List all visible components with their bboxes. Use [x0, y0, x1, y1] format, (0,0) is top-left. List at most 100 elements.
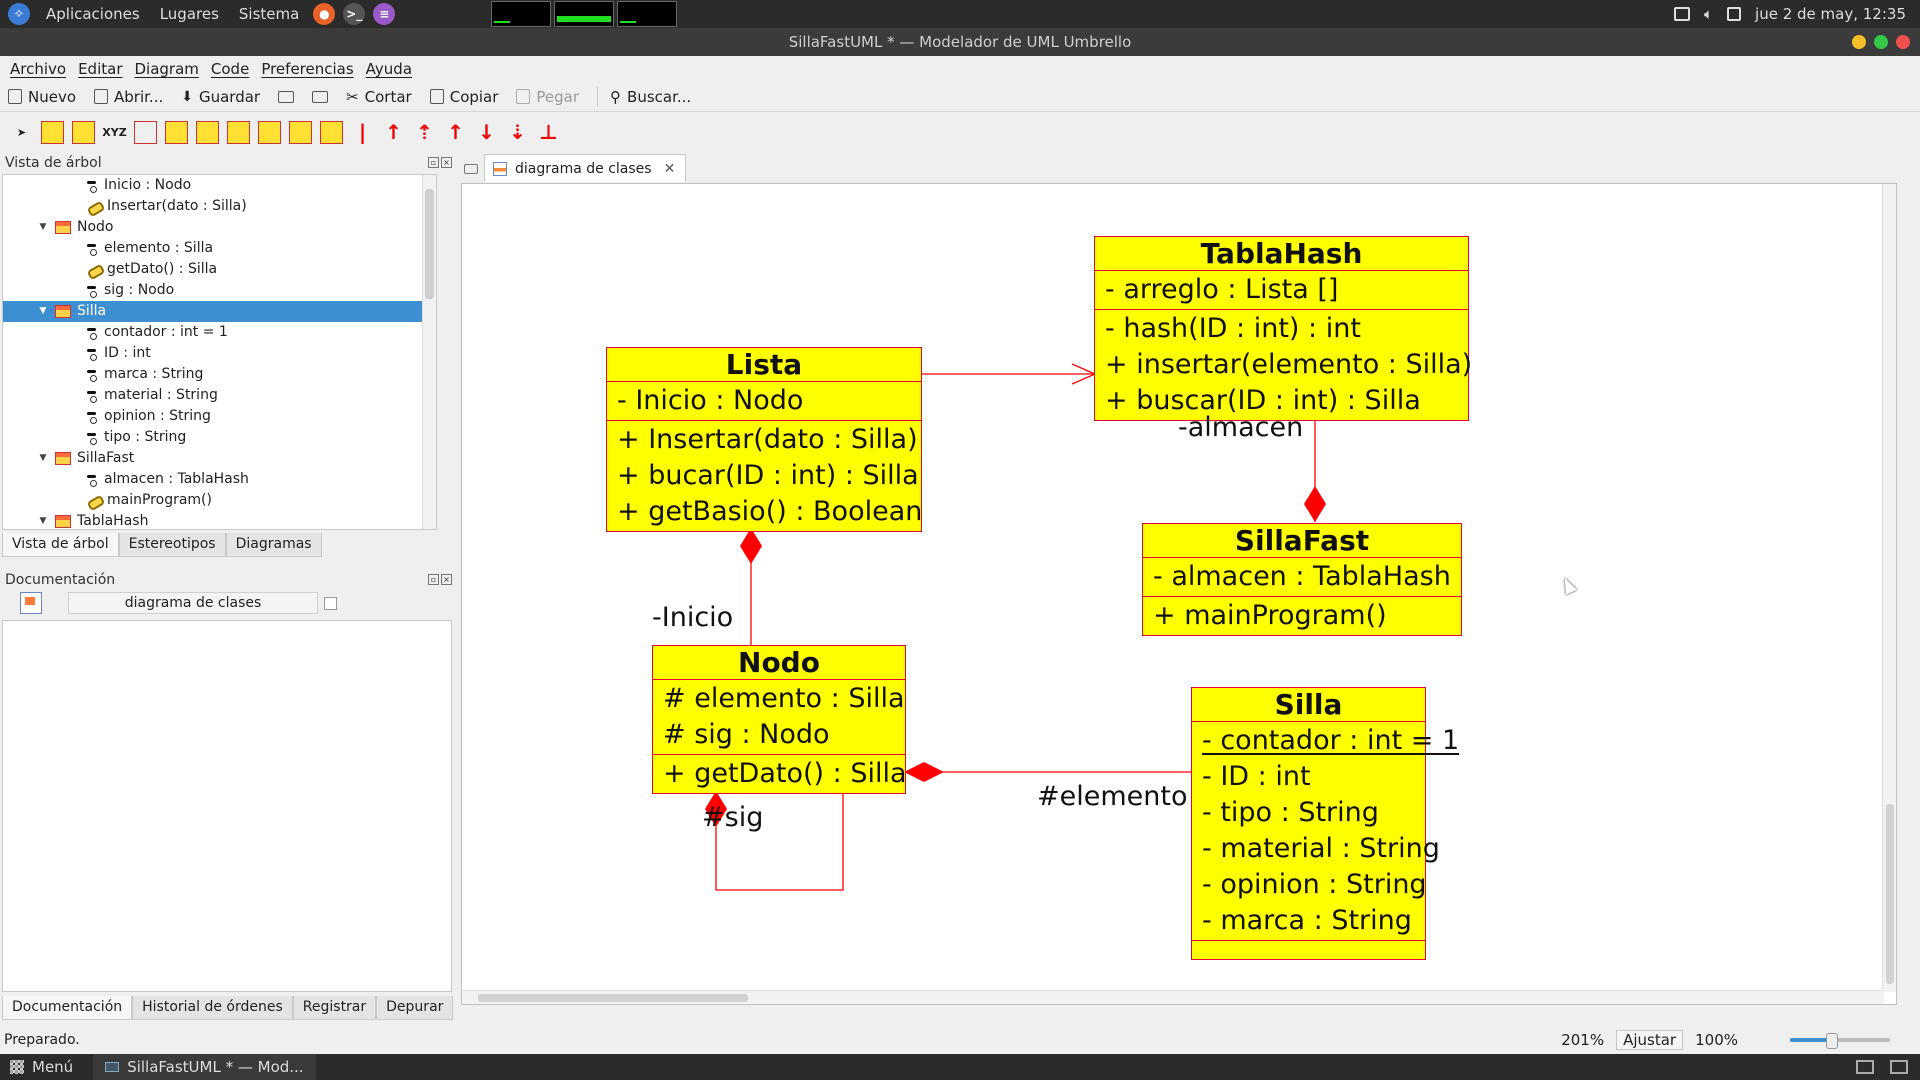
attribute[interactable]: - arreglo : Lista []	[1105, 274, 1339, 305]
tree-item[interactable]: getDato() : Silla	[3, 259, 436, 280]
attribute[interactable]: - tipo : String	[1202, 797, 1379, 828]
attribute[interactable]: - Inicio : Nodo	[617, 385, 804, 416]
attribute[interactable]: # elemento : Silla	[663, 683, 905, 714]
canvas-horizontal-scrollbar[interactable]	[462, 990, 1884, 1004]
expand-arrow-icon[interactable]: ▼	[39, 453, 47, 463]
enum-tool-icon[interactable]	[165, 120, 188, 144]
tree-item[interactable]: marca : String	[3, 364, 436, 385]
taskbar-window-umbrello[interactable]: SillaFastUML * — Mod...	[93, 1054, 316, 1080]
table-tool-icon[interactable]	[289, 120, 312, 144]
tree-item[interactable]: almacen : TablaHash	[3, 469, 436, 490]
class-lista[interactable]: Lista - Inicio : Nodo + Insertar(dato : …	[606, 347, 922, 532]
anchor-tool-icon[interactable]: |	[358, 120, 367, 144]
tab-diagrams[interactable]: Diagramas	[225, 533, 322, 557]
operation[interactable]: + Insertar(dato : Silla)	[617, 424, 918, 455]
paste-button[interactable]: Pegar	[516, 88, 579, 106]
start-menu-button[interactable]: Menú	[0, 1058, 83, 1076]
role-sig[interactable]: #sig	[702, 802, 764, 833]
save-button[interactable]: ⬇ Guardar	[181, 88, 260, 106]
doc-name-field[interactable]: diagrama de clases	[68, 592, 318, 614]
class-silla[interactable]: Silla - contador : int = 1 - ID : int - …	[1191, 687, 1460, 960]
attribute[interactable]: - material : String	[1202, 833, 1440, 864]
display-icon[interactable]	[1674, 7, 1691, 21]
datatype-tool[interactable]: XYZ	[102, 125, 127, 139]
reset-zoom-button[interactable]: 100%	[1695, 1031, 1738, 1049]
close-button[interactable]	[1896, 35, 1910, 49]
minimize-button[interactable]	[1852, 35, 1866, 49]
tree-item[interactable]: opinion : String	[3, 406, 436, 427]
select-tool-icon[interactable]: ➤	[16, 125, 27, 139]
tree-item[interactable]: ID : int	[3, 343, 436, 364]
package-tool-icon[interactable]	[134, 120, 157, 144]
menu-lugares[interactable]: Lugares	[159, 5, 219, 23]
tab-diagram-clases[interactable]: diagrama de clases ✕	[484, 154, 687, 182]
terminal-icon[interactable]: >_	[343, 3, 366, 25]
composition-tool-icon[interactable]: ⇣	[509, 120, 526, 144]
expand-arrow-icon[interactable]: ▼	[39, 306, 47, 316]
operation[interactable]: + insertar(elemento : Silla)	[1105, 349, 1473, 380]
new-tab-icon[interactable]	[464, 164, 478, 174]
zoom-slider[interactable]	[1790, 1033, 1890, 1049]
float-icon[interactable]: ▫	[428, 574, 439, 585]
association-tool-icon[interactable]: ↑	[447, 120, 464, 144]
clock[interactable]: jue 2 de may, 12:35	[1755, 5, 1906, 23]
menu-ayuda[interactable]: Ayuda	[365, 60, 413, 78]
containment-tool-icon[interactable]: ⊥	[539, 120, 558, 144]
find-button[interactable]: ⚲ Buscar...	[610, 88, 691, 106]
horizontal-scroll-thumb[interactable]	[478, 994, 748, 1002]
float-icon[interactable]: ▫	[428, 157, 439, 168]
doc-checkbox[interactable]	[324, 596, 337, 610]
tree-item[interactable]: ▼TablaHash	[3, 511, 436, 529]
vertical-scroll-thumb[interactable]	[1886, 804, 1894, 984]
class-nodo[interactable]: Nodo # elemento : Silla # sig : Nodo + g…	[652, 645, 907, 794]
attribute[interactable]: - ID : int	[1202, 761, 1311, 792]
role-almacen[interactable]: -almacen	[1178, 412, 1304, 443]
class-tool-icon[interactable]	[41, 120, 64, 144]
firefox-icon[interactable]: ●	[313, 3, 336, 25]
composition-nodo-self[interactable]	[715, 791, 844, 891]
tree-item[interactable]: ▼Silla	[3, 301, 436, 322]
distro-logo-icon[interactable]: ✧	[8, 3, 30, 25]
attribute[interactable]: # sig : Nodo	[663, 719, 830, 750]
operation[interactable]: + getBasio() : Boolean	[617, 496, 923, 527]
generalization-tool-icon[interactable]: ↑	[385, 120, 402, 144]
tab-tree-view[interactable]: Vista de árbol	[2, 533, 119, 557]
operation[interactable]: + buscar(ID : int) : Silla	[1105, 385, 1421, 416]
show-desktop-icon[interactable]	[1890, 1060, 1908, 1074]
tree-item[interactable]: Insertar(dato : Silla)	[3, 196, 436, 217]
open-button[interactable]: Abrir...	[94, 88, 163, 106]
tree-item[interactable]: ▼SillaFast	[3, 448, 436, 469]
interface-tool-icon[interactable]	[72, 120, 95, 144]
menu-diagram[interactable]: Diagram	[134, 60, 199, 78]
tab-log[interactable]: Registrar	[292, 996, 377, 1020]
tree-item[interactable]: tipo : String	[3, 427, 436, 448]
tree-scroll-thumb[interactable]	[425, 189, 434, 299]
close-icon[interactable]: ×	[441, 157, 452, 168]
menu-sistema[interactable]: Sistema	[238, 5, 300, 23]
attribute[interactable]: - opinion : String	[1202, 869, 1427, 900]
dependency-tool-icon[interactable]: ⇡	[416, 120, 433, 144]
calendar-icon[interactable]	[1727, 7, 1742, 21]
tree-item[interactable]: Inicio : Nodo	[3, 175, 436, 196]
workspace-switcher-icon[interactable]	[1856, 1060, 1874, 1074]
tree-item[interactable]: elemento : Silla	[3, 238, 436, 259]
role-elemento[interactable]: #elemento	[1037, 781, 1188, 812]
canvas-vertical-scrollbar[interactable]	[1882, 184, 1896, 992]
static-attribute[interactable]: - contador : int = 1	[1202, 725, 1460, 756]
attribute[interactable]: - almacen : TablaHash	[1153, 561, 1451, 592]
class-tablahash[interactable]: TablaHash - arreglo : Lista [] - hash(ID…	[1094, 236, 1473, 421]
tree-scrollbar[interactable]	[422, 175, 436, 529]
copy-button[interactable]: Copiar	[429, 88, 498, 106]
expand-arrow-icon[interactable]: ▼	[39, 516, 47, 526]
text-editor-icon[interactable]: ≡	[373, 3, 396, 25]
menu-editar[interactable]: Editar	[78, 60, 123, 78]
operation[interactable]: + mainProgram()	[1153, 600, 1387, 631]
menu-aplicaciones[interactable]: Aplicaciones	[46, 5, 140, 23]
attribute[interactable]: - marca : String	[1202, 905, 1412, 936]
menu-code[interactable]: Code	[210, 60, 250, 78]
diagram-canvas[interactable]: TablaHash - arreglo : Lista [] - hash(ID…	[461, 183, 1897, 1005]
volume-icon[interactable]: 🔈︎	[1704, 5, 1714, 23]
menu-archivo[interactable]: Archivo	[10, 60, 67, 78]
menu-preferencias[interactable]: Preferencias	[261, 60, 354, 78]
